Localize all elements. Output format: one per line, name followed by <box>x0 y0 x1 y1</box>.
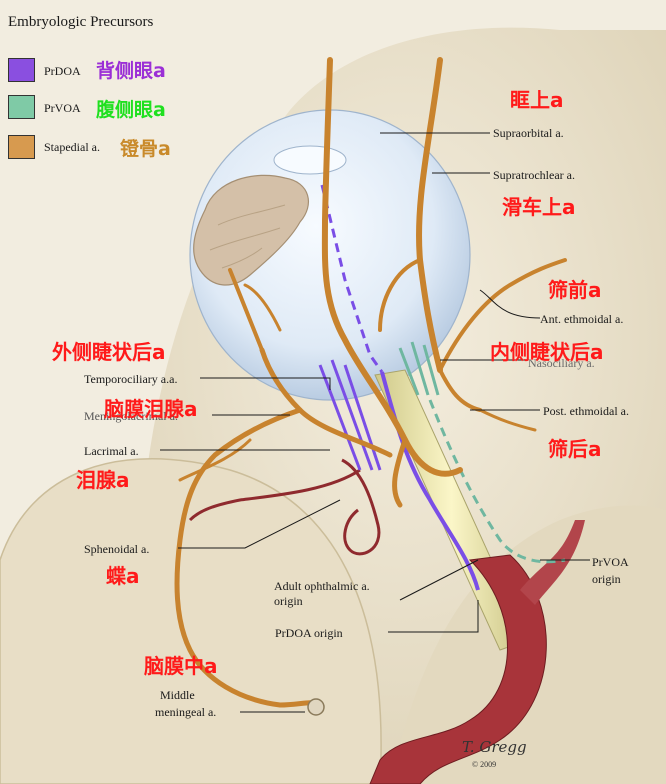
sphenoidal-artery-vessel <box>341 458 381 556</box>
label-sphenoidal: Sphenoidal a. <box>84 542 150 556</box>
label-supraorbital: Supraorbital a. <box>493 126 564 140</box>
label-prvoa-origin-2: origin <box>592 572 621 586</box>
cn-label-ant-ethmoidal: 筛前a <box>548 278 602 302</box>
stapedial-arteries <box>174 57 567 708</box>
legend-swatch-stapedial <box>8 135 35 159</box>
legend-swatch-prdoa <box>8 58 35 82</box>
leader-lines <box>160 132 590 713</box>
internal-carotid <box>369 554 547 784</box>
prdoa-dashed <box>320 184 384 373</box>
cn-label-post-ethmoidal: 筛后a <box>548 437 602 461</box>
label-ant-ethmoidal: Ant. ethmoidal a. <box>540 312 624 326</box>
legend-label-stapedial: Stapedial a. <box>44 140 100 154</box>
label-middle-meningeal: Middle <box>160 688 195 702</box>
prdoa-vessel <box>380 371 480 591</box>
lacrimal-gland <box>193 174 309 286</box>
label-nasociliary: Nasociliary a. <box>528 356 595 370</box>
cornea <box>273 145 347 175</box>
legend-title: Embryologic Precursors <box>8 14 154 30</box>
cn-label-lacrimal: 泪腺a <box>76 468 130 492</box>
cn-label-sphenoidal: 蝶a <box>106 564 140 588</box>
middle-meningeal-stump <box>307 698 325 716</box>
legend-cn-prvoa: 腹侧眼a <box>96 99 166 121</box>
cn-label-supraorbital: 眶上a <box>510 88 564 112</box>
artist-signature: T. Gregg <box>462 738 527 756</box>
cn-label-middle-meningeal: 脑膜中a <box>144 654 218 678</box>
legend-label-prdoa: PrDOA <box>44 64 81 78</box>
label-lacrimal: Lacrimal a. <box>84 444 139 458</box>
legend-cn-prdoa: 背侧眼a <box>96 60 166 82</box>
label-adult-ophthalmic: Adult ophthalmic a. <box>274 579 370 593</box>
label-post-ethmoidal: Post. ethmoidal a. <box>543 404 629 418</box>
prvoa-dashed <box>428 399 566 564</box>
cn-label-med-posterior-ciliary: 内侧睫状后a <box>490 340 604 364</box>
legend-swatch-prvoa <box>8 95 35 119</box>
legend-cn-stapedial: 镫骨a <box>120 138 171 160</box>
artist-year: © 2009 <box>472 760 497 769</box>
temporociliary-branches <box>318 359 382 471</box>
label-middle-meningeal-2: meningeal a. <box>155 705 217 719</box>
label-adult-ophthalmic-origin: origin <box>274 594 303 608</box>
label-meningolacrimal: Meningolacrimal a. <box>84 409 178 423</box>
cn-label-supratrochlear: 滑车上a <box>502 195 576 219</box>
label-prvoa-origin: PrVOA <box>592 555 629 569</box>
label-temporociliary: Temporociliary a.a. <box>84 372 178 386</box>
legend-label-prvoa: PrVOA <box>44 101 81 115</box>
nasociliary-branches <box>398 341 440 396</box>
cn-label-meningolacrimal: 脑膜泪腺a <box>104 397 198 421</box>
label-prdoa-origin: PrDOA origin <box>275 626 343 640</box>
label-supratrochlear: Supratrochlear a. <box>493 168 575 182</box>
cn-label-lat-posterior-ciliary: 外侧睫状后a <box>52 340 166 364</box>
